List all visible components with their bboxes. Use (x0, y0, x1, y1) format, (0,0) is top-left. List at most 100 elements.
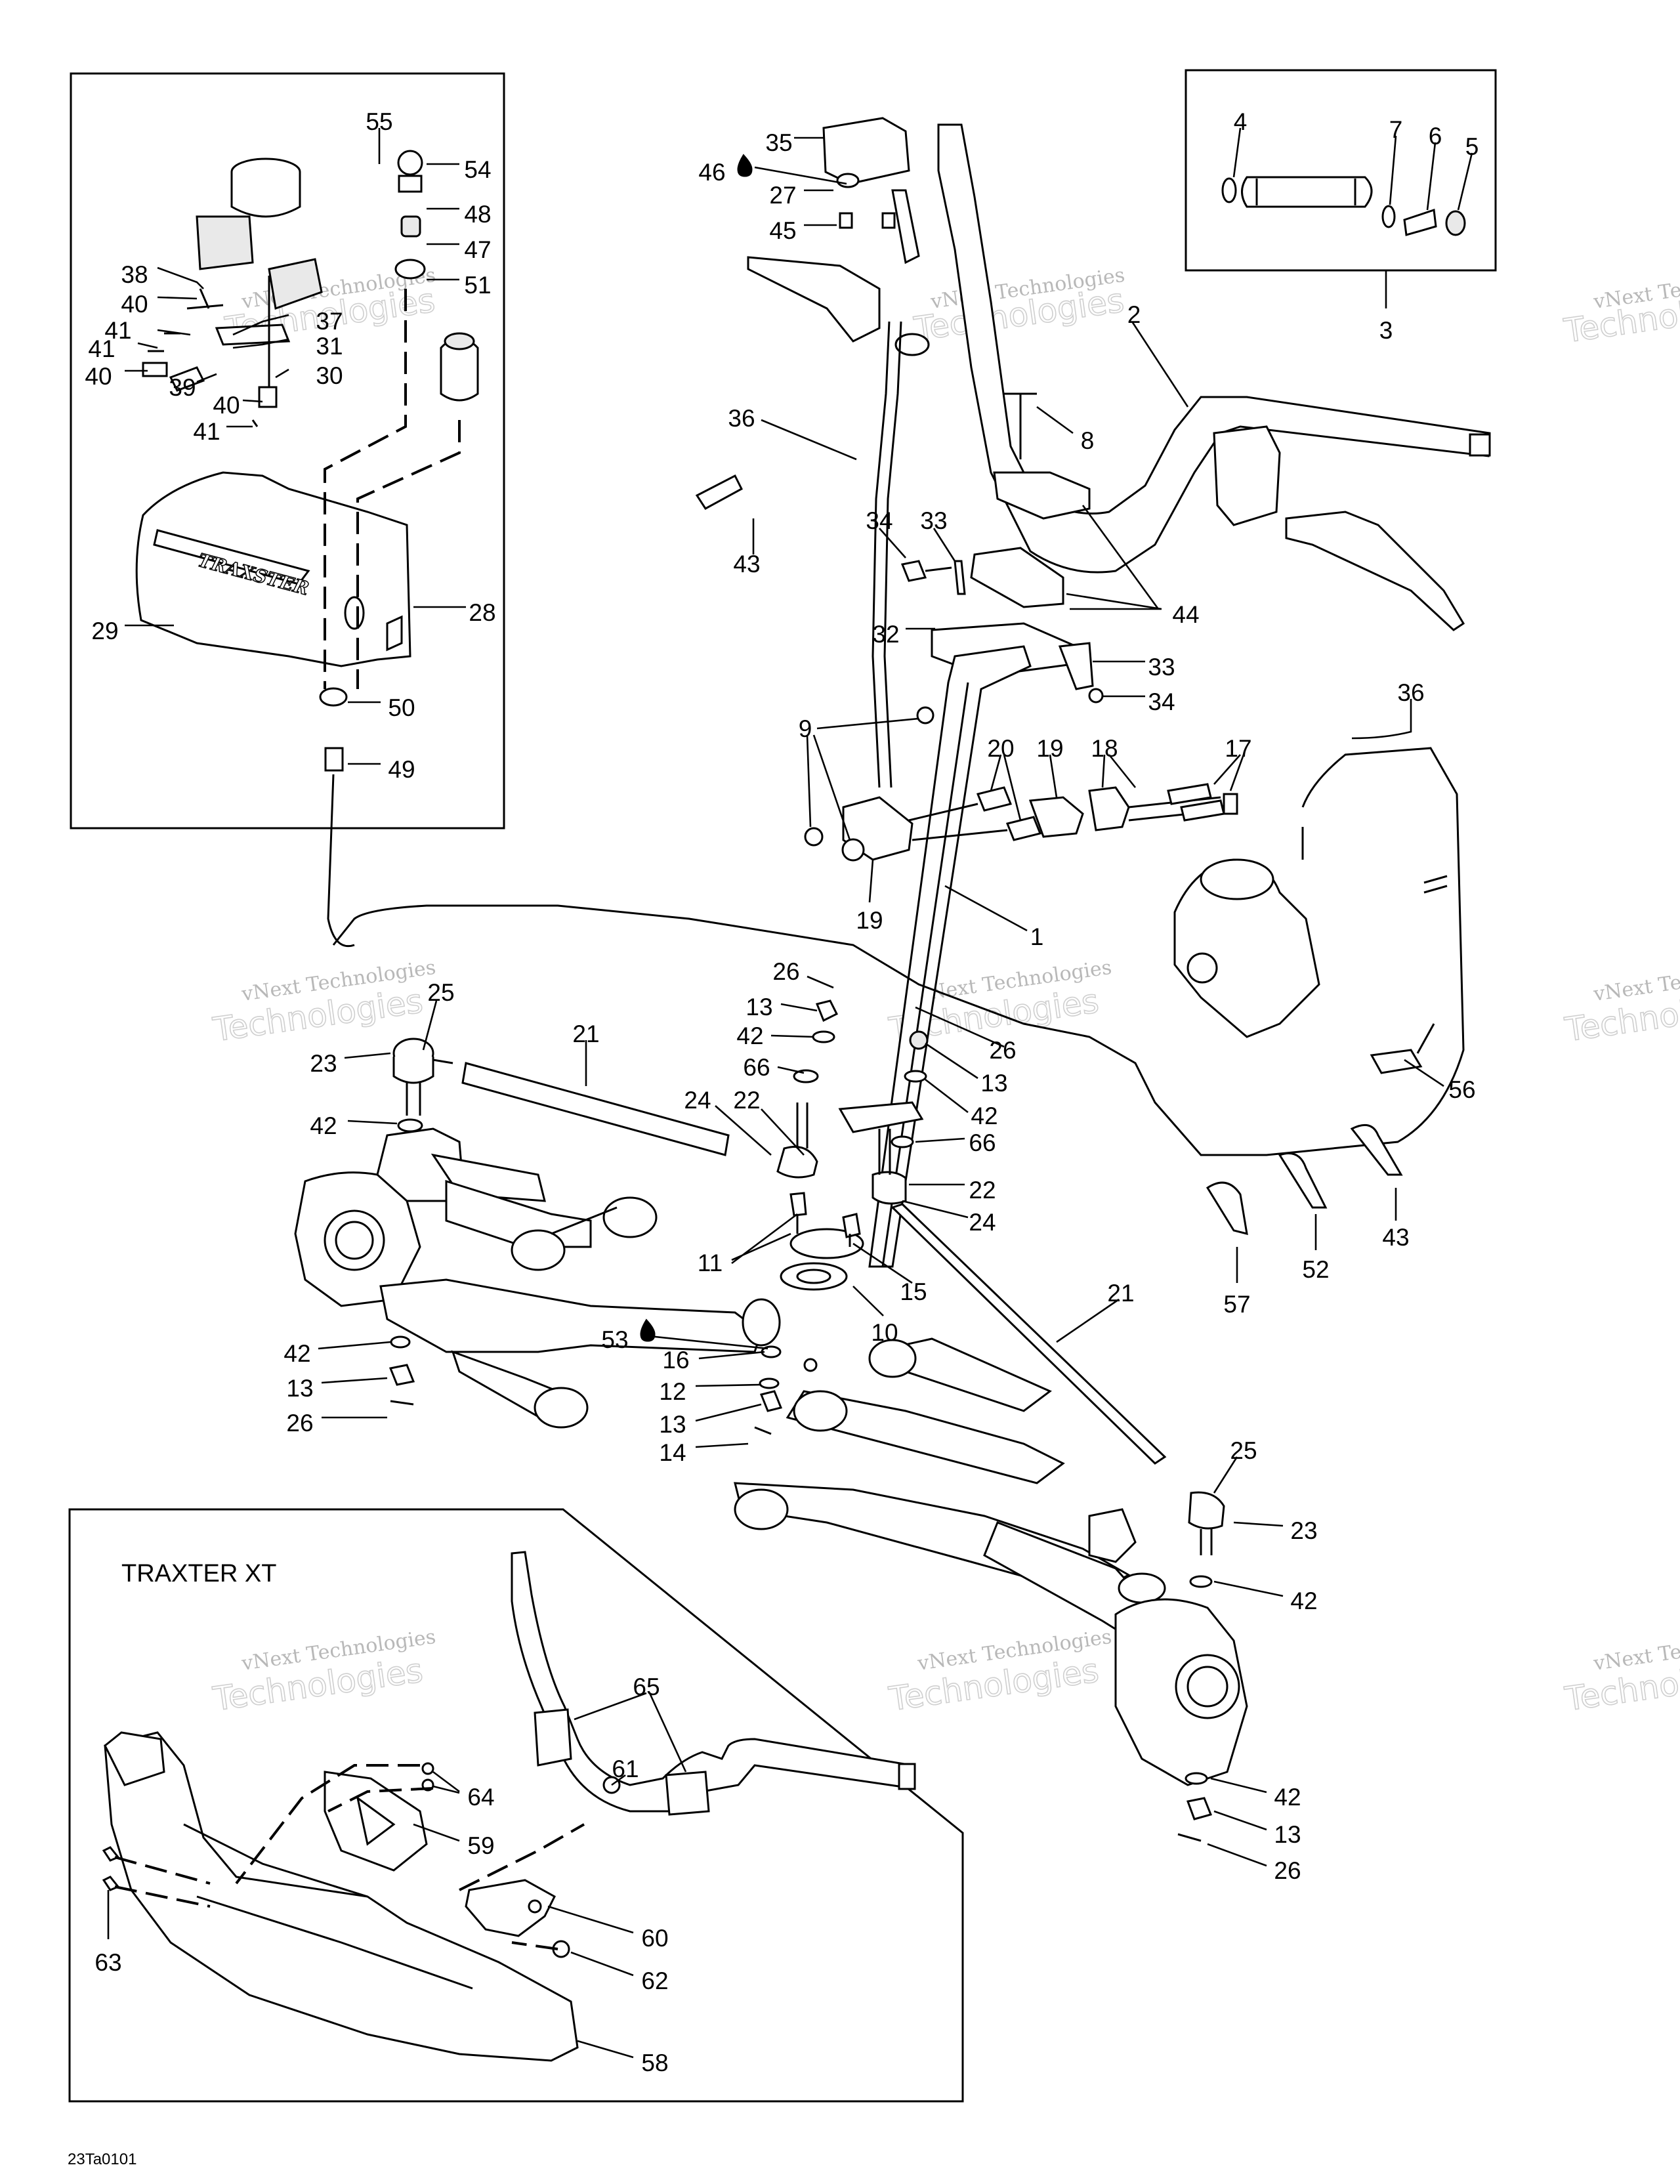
callout-34: 34 (1148, 688, 1175, 715)
callout-55: 55 (366, 108, 392, 135)
callout-65: 65 (633, 1673, 660, 1700)
inset-box-grip (1185, 69, 1497, 272)
callout-52: 52 (1302, 1256, 1329, 1283)
callout-40: 40 (121, 291, 148, 318)
callout-51: 51 (464, 272, 491, 299)
callout-29: 29 (91, 618, 118, 644)
callout-36: 36 (1397, 679, 1424, 706)
inset-title: TRAXTER XT (121, 1560, 276, 1587)
callout-23: 23 (310, 1050, 337, 1077)
leader-lines (107, 127, 1473, 2059)
callout-5: 5 (1465, 133, 1479, 160)
callout-15: 15 (900, 1278, 927, 1305)
callout-45: 45 (769, 217, 796, 244)
callout-4: 4 (1234, 108, 1248, 135)
callout-26: 26 (286, 1410, 313, 1437)
callout-48: 48 (464, 201, 491, 228)
inset-box-traxter-xt (68, 1508, 964, 2103)
callout-40: 40 (213, 392, 240, 419)
callout-44: 44 (1172, 601, 1199, 628)
callout-13: 13 (980, 1070, 1007, 1097)
callout-13: 13 (659, 1411, 686, 1438)
callout-42: 42 (736, 1022, 763, 1049)
callout-50: 50 (388, 694, 415, 721)
callout-2: 2 (1127, 301, 1141, 328)
callout-36: 36 (728, 405, 755, 432)
callout-66: 66 (743, 1054, 770, 1081)
callout-13: 13 (286, 1375, 313, 1402)
callout-24: 24 (684, 1087, 711, 1114)
callout-21: 21 (1107, 1280, 1134, 1307)
callout-28: 28 (469, 599, 495, 626)
callout-17: 17 (1225, 735, 1251, 762)
callout-26: 26 (989, 1037, 1016, 1064)
callout-25: 25 (427, 979, 454, 1006)
callout-19: 19 (856, 907, 883, 934)
callout-1: 1 (1030, 923, 1044, 950)
callout-6: 6 (1429, 123, 1442, 150)
callout-14: 14 (659, 1439, 686, 1466)
callout-33: 33 (920, 507, 947, 534)
callout-53: 53 (601, 1326, 628, 1353)
callout-63: 63 (94, 1949, 121, 1976)
grip-inset-parts (1221, 176, 1466, 236)
callout-49: 49 (388, 756, 415, 783)
callout-34: 34 (866, 507, 892, 534)
callout-39: 39 (169, 374, 196, 401)
callout-25: 25 (1230, 1437, 1257, 1464)
callout-23: 23 (1290, 1517, 1317, 1544)
callout-41: 41 (104, 317, 131, 344)
callout-13: 13 (1274, 1821, 1301, 1848)
callout-42: 42 (284, 1340, 310, 1367)
callout-12: 12 (659, 1378, 686, 1405)
callout-47: 47 (464, 236, 491, 263)
callout-26: 26 (1274, 1857, 1301, 1884)
callout-62: 62 (641, 1967, 668, 1994)
callout-7: 7 (1389, 116, 1403, 143)
callout-43: 43 (1382, 1224, 1409, 1251)
callout-32: 32 (872, 621, 899, 648)
callout-11: 11 (698, 1250, 723, 1276)
callout-66: 66 (969, 1129, 996, 1156)
callout-46: 46 (698, 159, 725, 186)
callout-54: 54 (464, 156, 491, 183)
callout-56: 56 (1448, 1076, 1475, 1103)
callout-41: 41 (193, 418, 220, 445)
callout-20: 20 (987, 735, 1014, 762)
callout-27: 27 (769, 182, 796, 209)
callout-60: 60 (641, 1925, 668, 1952)
callout-13: 13 (746, 994, 772, 1020)
callout-22: 22 (969, 1177, 996, 1204)
callout-33: 33 (1148, 654, 1175, 681)
cable-inset-parts: TRAXSTER (135, 150, 479, 947)
main-assembly (294, 117, 1491, 1842)
callout-42: 42 (310, 1112, 337, 1139)
callout-58: 58 (641, 2049, 668, 2076)
callout-42: 42 (1290, 1587, 1317, 1614)
callout-16: 16 (662, 1347, 689, 1374)
callout-30: 30 (316, 362, 343, 389)
callout-22: 22 (733, 1087, 760, 1114)
callout-8: 8 (1081, 427, 1095, 454)
callout-24: 24 (969, 1209, 996, 1236)
inset-box-cable (70, 72, 505, 830)
callout-35: 35 (765, 129, 792, 156)
figure-code: 23Ta0101 (68, 2151, 136, 2168)
callout-41: 41 (88, 335, 115, 362)
callout-42: 42 (1274, 1784, 1301, 1811)
callout-9: 9 (799, 715, 812, 742)
callout-61: 61 (612, 1755, 639, 1782)
callout-3: 3 (1379, 317, 1393, 344)
callout-26: 26 (772, 958, 799, 985)
callout-43: 43 (733, 551, 760, 578)
callout-57: 57 (1223, 1291, 1250, 1318)
callout-18: 18 (1091, 735, 1118, 762)
callout-21: 21 (572, 1020, 599, 1047)
xt-inset-parts (102, 1551, 916, 2062)
callout-38: 38 (121, 261, 148, 288)
callout-40: 40 (85, 363, 112, 390)
callout-31: 31 (316, 333, 343, 360)
callout-10: 10 (871, 1319, 898, 1346)
callout-37: 37 (316, 308, 343, 335)
